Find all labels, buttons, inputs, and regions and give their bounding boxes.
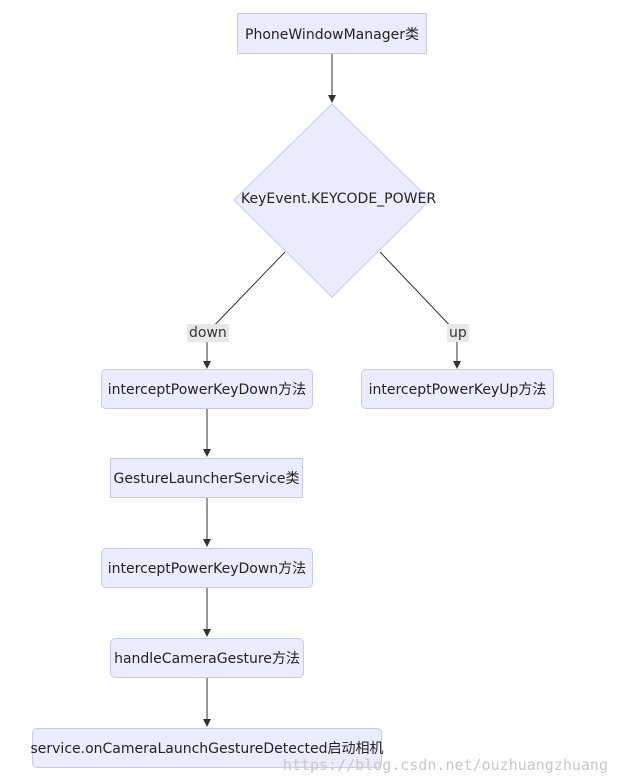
handle-camera-gesture-node: handleCameraGesture方法 xyxy=(110,638,304,678)
edge-keycode-down xyxy=(203,251,286,369)
edge-label-up: up xyxy=(447,324,469,342)
decision-diamond xyxy=(233,103,431,298)
intercept-power-key-up-label: interceptPowerKeyUp方法 xyxy=(368,382,547,398)
phone-window-manager-label: PhoneWindowManager类 xyxy=(245,26,419,43)
intercept-power-key-up-node: interceptPowerKeyUp方法 xyxy=(361,369,554,409)
watermark: https://blog.csdn.net/ouzhuangzhuang xyxy=(282,756,608,774)
gesture-launcher-service-node: GestureLauncherService类 xyxy=(110,458,303,498)
handle-camera-gesture-label: handleCameraGesture方法 xyxy=(114,651,300,667)
edge-label-down: down xyxy=(187,324,229,342)
intercept-power-key-down-node: interceptPowerKeyDown方法 xyxy=(101,369,313,409)
keycode-power-label: KeyEvent.KEYCODE_POWER xyxy=(241,191,437,207)
edge-keycode-up xyxy=(379,251,461,369)
intercept-power-key-down-2-label: interceptPowerKeyDown方法 xyxy=(107,561,307,577)
intercept-power-key-down-2-node: interceptPowerKeyDown方法 xyxy=(101,548,313,588)
on-camera-launch-node: service.onCameraLaunchGestureDetected启动相… xyxy=(30,728,384,768)
intercept-power-key-down-label: interceptPowerKeyDown方法 xyxy=(107,382,307,398)
phone-window-manager-node: PhoneWindowManager类 xyxy=(237,13,427,54)
on-camera-launch-label: service.onCameraLaunchGestureDetected启动相… xyxy=(30,741,384,757)
gesture-launcher-service-label: GestureLauncherService类 xyxy=(113,471,300,487)
